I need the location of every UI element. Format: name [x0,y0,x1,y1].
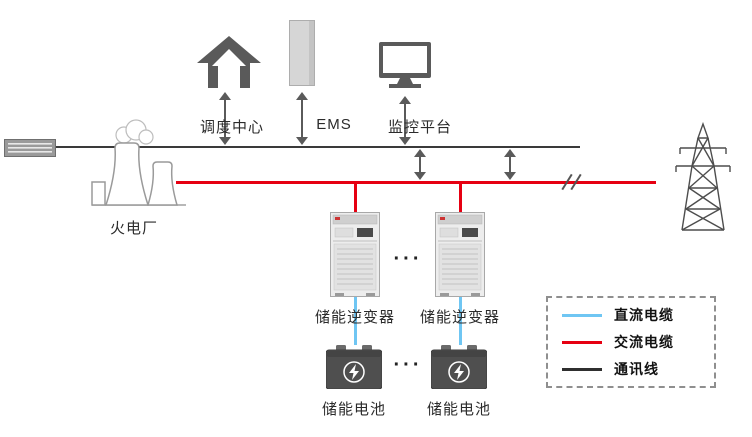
monitor-icon [379,42,431,88]
ac-drop-line [459,183,462,213]
comm-line-swatch [562,367,602,371]
dc-line [354,297,357,345]
double-arrow-comm-ac-1 [414,149,426,180]
dc-cable-swatch [562,313,602,317]
house-icon [197,36,261,88]
monitor-label: 监控平台 [387,119,452,136]
battery-icon [326,345,382,389]
battery-icon [431,345,487,389]
legend-item-ac: 交流电缆 [548,332,714,352]
double-arrow-monitor [399,96,411,145]
legend-item-dc: 直流电缆 [548,305,714,325]
legend-label-ac: 交流电缆 [614,334,674,350]
inverter-icon [330,212,380,297]
inverter-label: 储能逆变器 [420,309,501,326]
dispatch-label: 调度中心 [199,119,264,136]
terminal-device-icon [4,139,56,157]
inverter-icon [435,212,485,297]
double-arrow-comm-ac-2 [504,149,516,180]
comm-line [56,146,580,148]
ac-cable-swatch [562,340,602,344]
ems-cabinet-icon [289,20,315,86]
inverter-label: 储能逆变器 [315,309,396,326]
legend-item-comm: 通讯线 [548,359,714,379]
inverter-ellipsis: ··· [393,248,423,270]
ac-line [176,181,656,184]
battery-ellipsis: ··· [393,354,423,376]
thermal-plant-icon [91,119,186,206]
transmission-tower-icon [675,122,731,231]
ems-label: EMS [316,116,352,133]
battery-label: 储能电池 [426,401,491,418]
battery-label: 储能电池 [321,401,386,418]
legend-label-comm: 通讯线 [614,361,659,377]
double-arrow-dispatch [219,92,231,145]
ac-drop-line [354,183,357,213]
legend: 直流电缆 交流电缆 通讯线 [546,296,716,388]
double-arrow-ems [296,92,308,145]
dc-line [459,297,462,345]
legend-label-dc: 直流电缆 [614,307,674,323]
plant-label: 火电厂 [109,220,158,237]
